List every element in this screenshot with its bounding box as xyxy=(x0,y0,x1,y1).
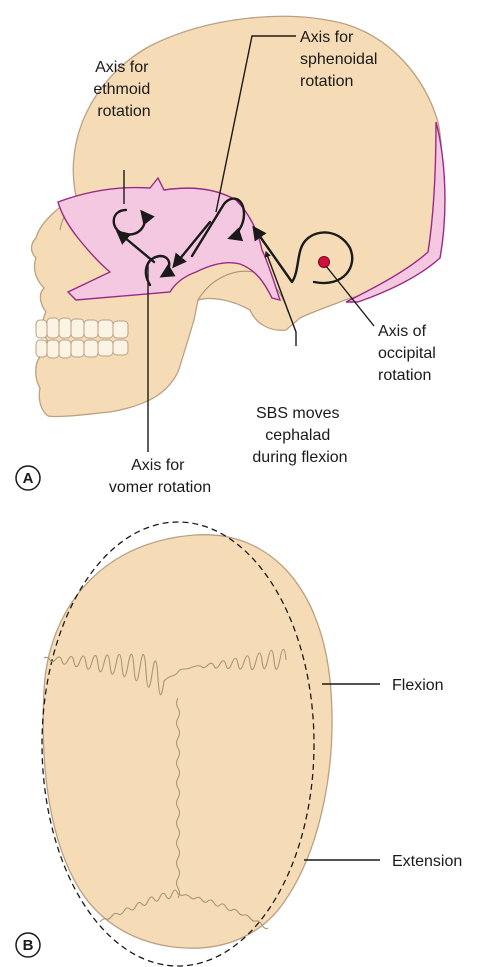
flexion-label: Flexion xyxy=(392,677,444,694)
panel-b-letter: B xyxy=(23,937,34,954)
vomer-axis-label: Axis for vomer rotation xyxy=(109,457,211,496)
ethmoid-axis-label: Axis for ethmoid rotation xyxy=(93,59,154,120)
occipital-axis-dot xyxy=(319,257,330,268)
occipital-axis-label: Axis of occipital rotation xyxy=(378,323,440,384)
skull-superior xyxy=(43,535,332,948)
panel-a-letter: A xyxy=(23,470,34,487)
panel-a: Axis for ethmoid rotation Axis for sphen… xyxy=(16,16,445,496)
sbs-label: SBS moves cephalad during flexion xyxy=(252,405,347,466)
panel-b: Flexion Extension B xyxy=(16,522,462,966)
extension-label: Extension xyxy=(392,853,462,870)
